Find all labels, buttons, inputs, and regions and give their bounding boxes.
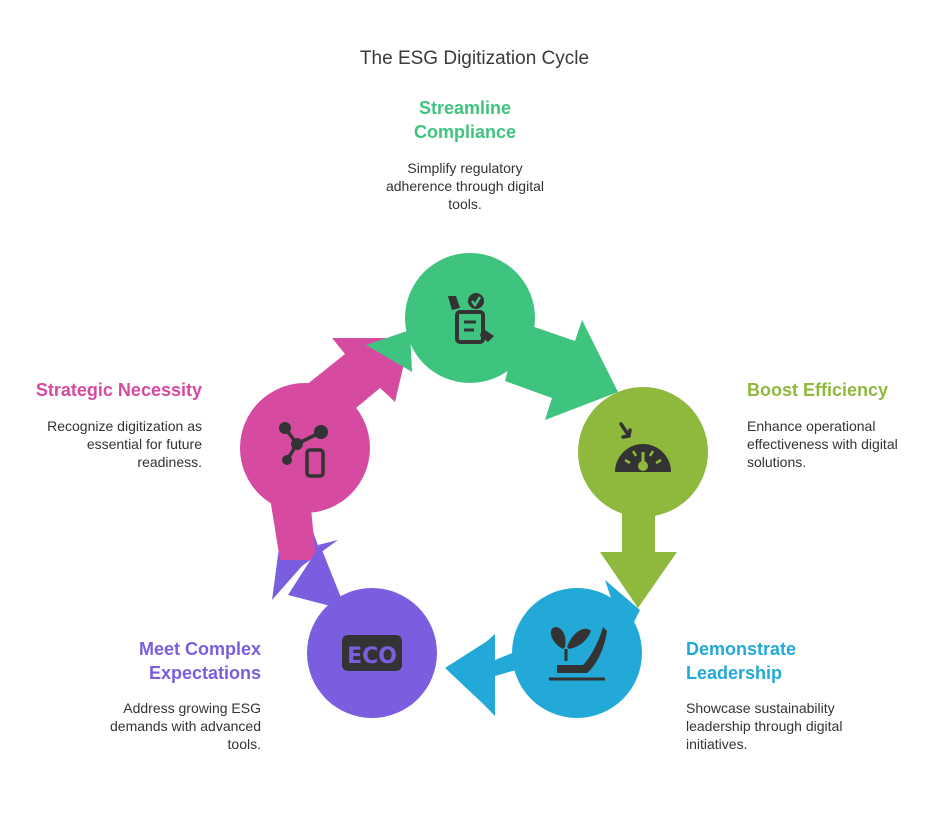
stage-title-line: Demonstrate [686, 639, 797, 659]
stage-desc-line: demands with advanced [110, 718, 261, 734]
stage-desc-expectations: Address growing ESG demands with advance… [40, 699, 261, 753]
stage-desc-leadership: Showcase sustainability leadership throu… [686, 699, 906, 753]
sprout-hand-icon [549, 627, 607, 681]
stage-desc-line: effectiveness with digital [747, 436, 898, 452]
stage-desc-line: Recognize digitization as [47, 418, 202, 434]
stage-title-line: Expectations [148, 663, 261, 683]
stage-title-expectations: Meet Complex Expectations [40, 637, 261, 685]
stage-desc-line: initiatives. [686, 736, 748, 752]
stage-title-line: Streamline [418, 98, 512, 118]
stage-title-efficiency: Boost Efficiency [747, 378, 942, 402]
stage-title-line: Compliance [413, 122, 517, 142]
stage-desc-line: essential for future [86, 436, 202, 452]
stage-node-efficiency [578, 387, 708, 517]
compliance-checklist-icon [448, 293, 494, 344]
stage-title-line: Leadership [686, 663, 783, 683]
arrow-efficiency-to-leadership [600, 490, 677, 608]
network-phone-icon [279, 422, 328, 478]
stage-desc-efficiency: Enhance operational effectiveness with d… [747, 417, 942, 471]
stage-node-expectations: ECO [307, 588, 437, 718]
diagram-title: The ESG Digitization Cycle [359, 48, 590, 69]
stage-desc-line: Showcase sustainability [686, 700, 835, 716]
stage-title-compliance: Streamline Compliance [345, 96, 585, 144]
stage-title-line: Strategic Necessity [35, 380, 202, 400]
stage-desc-line: solutions. [747, 454, 807, 470]
svg-text:ECO: ECO [347, 644, 397, 669]
stage-title-necessity: Strategic Necessity [10, 378, 202, 402]
stage-title-leadership: Demonstrate Leadership [686, 637, 906, 685]
arrow-compliance-to-efficiency [505, 320, 618, 420]
stage-node-leadership [512, 588, 642, 718]
stage-node-necessity [240, 383, 370, 513]
stage-desc-line: Enhance operational [747, 418, 876, 434]
stage-desc-line: tools. [227, 736, 261, 752]
stage-title-line: Boost Efficiency [747, 380, 889, 400]
stage-desc-line: Simplify regulatory [407, 160, 523, 176]
stage-desc-necessity: Recognize digitization as essential for … [10, 417, 202, 471]
stage-desc-line: adherence through digital [385, 178, 544, 194]
stage-title-line: Meet Complex [138, 639, 261, 659]
stage-desc-line: Address growing ESG [123, 700, 261, 716]
speedometer-icon [615, 422, 671, 472]
stage-desc-line: leadership through digital [686, 718, 843, 734]
stage-desc-line: readiness. [137, 454, 202, 470]
stage-desc-compliance: Simplify regulatory adherence through di… [345, 159, 585, 213]
stage-desc-line: tools. [448, 196, 482, 212]
eco-badge-icon: ECO [342, 635, 402, 671]
stage-node-compliance [405, 253, 535, 383]
